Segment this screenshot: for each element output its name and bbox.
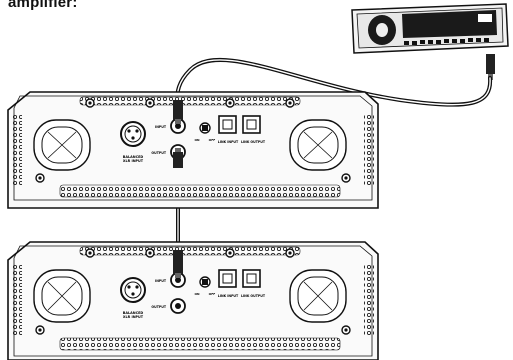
- link-output-label: LINK OUTPUT: [241, 140, 266, 144]
- rca-input-jack: [170, 118, 186, 134]
- heatsink-right: [289, 119, 347, 171]
- link-input-port: [218, 115, 237, 134]
- xlr-label-line2: XLR INPUT: [123, 315, 144, 319]
- xlr-input-jack: [120, 277, 146, 303]
- car-stereo-icon: [351, 3, 509, 54]
- diagram-caption: amplifier:: [8, 0, 78, 11]
- xlr-label-line1: BALANCED: [123, 155, 144, 159]
- top-amp-output-plug: [173, 148, 183, 168]
- link-input-label: LINK INPUT: [218, 140, 239, 144]
- bottom-amp-input-plug: [173, 250, 183, 278]
- switch-on-label: ON: [194, 138, 200, 142]
- amplifier-top: BALANCED XLR INPUT INPUT OUTPUT ON OFF L…: [7, 91, 379, 209]
- link-input-label: LINK INPUT: [218, 294, 239, 298]
- link-output-port: [242, 115, 261, 134]
- link-output-port: [242, 269, 261, 288]
- mode-switch: [199, 122, 211, 134]
- mode-switch: [199, 276, 211, 288]
- switch-on-label: ON: [194, 292, 200, 296]
- rca-output-label: OUTPUT: [151, 305, 166, 309]
- top-amp-input-plug: [173, 100, 183, 124]
- amplifier-bottom: BALANCED XLR INPUT INPUT OUTPUT ON OFF L…: [7, 241, 379, 360]
- switch-off-label: OFF: [209, 292, 216, 296]
- heatsink-left: [33, 269, 91, 323]
- rca-output-jack: [170, 298, 186, 314]
- rca-input-jack: [170, 272, 186, 288]
- switch-off-label: OFF: [209, 138, 216, 142]
- link-input-port: [218, 269, 237, 288]
- link-output-label: LINK OUTPUT: [241, 294, 266, 298]
- xlr-input-jack: [120, 121, 146, 147]
- heatsink-right: [289, 269, 347, 323]
- xlr-label-line2: XLR INPUT: [123, 159, 144, 163]
- xlr-label-line1: BALANCED: [123, 311, 144, 315]
- rca-output-label: OUTPUT: [151, 151, 166, 155]
- rca-input-label: INPUT: [155, 125, 167, 129]
- heatsink-left: [33, 119, 91, 171]
- rca-input-label: INPUT: [155, 279, 167, 283]
